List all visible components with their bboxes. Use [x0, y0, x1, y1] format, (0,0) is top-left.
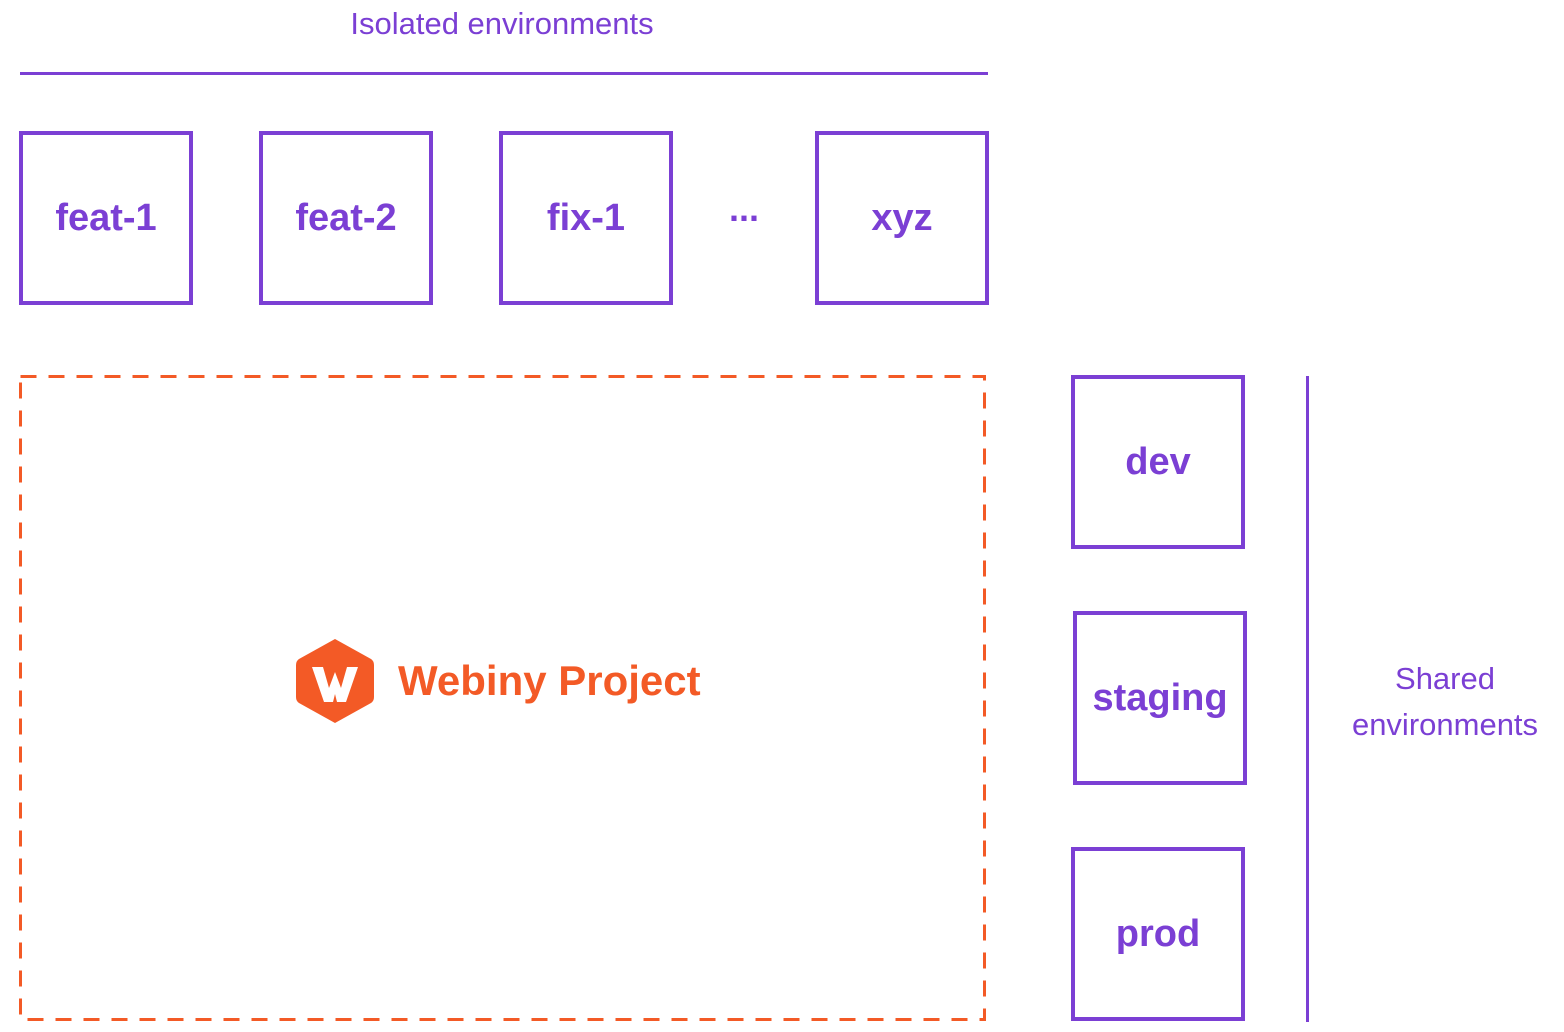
env-box-feat-2[interactable]: feat-2	[259, 131, 433, 305]
env-box-dev[interactable]: dev	[1071, 375, 1245, 549]
more-environments-ellipsis: ...	[728, 188, 759, 229]
shared-environments-label: Shared environments	[1351, 661, 1539, 742]
isolated-environments-divider	[20, 72, 988, 75]
webiny-hexagon-logo-icon	[296, 639, 374, 723]
webiny-project-area	[19, 375, 986, 1021]
shared-environments-divider	[1306, 376, 1309, 1022]
isolated-environments-label: Isolated environments	[350, 6, 654, 41]
env-box-prod[interactable]: prod	[1071, 847, 1245, 1021]
env-box-feat-1[interactable]: feat-1	[19, 131, 193, 305]
env-box-xyz[interactable]: xyz	[815, 131, 989, 305]
project-name: Webiny Project	[398, 657, 701, 704]
project-dashed-frame	[19, 375, 986, 1021]
project-logo-group: Webiny Project	[294, 636, 701, 726]
env-box-staging[interactable]: staging	[1073, 611, 1247, 785]
env-box-fix-1[interactable]: fix-1	[499, 131, 673, 305]
